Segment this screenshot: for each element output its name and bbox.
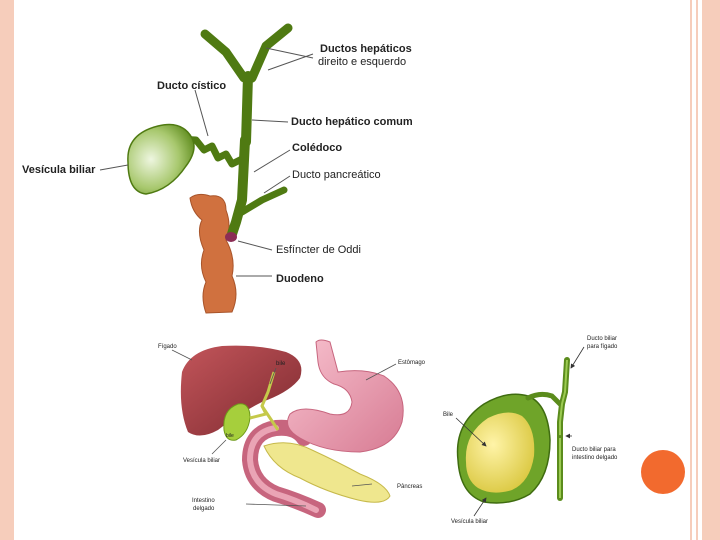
- choledoch-duct: [227, 135, 250, 239]
- label-duct-to-liver-line2: para fígado: [587, 344, 618, 350]
- label-duct-to-intestine: Ducto biliar para: [572, 447, 616, 453]
- label-hepatic-ducts: Ductos hepáticos: [320, 43, 412, 55]
- stomach-shape: [287, 339, 404, 453]
- label-bile-content: Bile: [443, 412, 454, 418]
- cystic-duct: [173, 135, 248, 168]
- left-border-decoration: [0, 0, 14, 540]
- label-choledoch: Colédoco: [292, 142, 342, 154]
- label-small-gallbladder: Vesícula biliar: [183, 458, 220, 464]
- label-gallbladder-bile: bile: [226, 433, 234, 439]
- left-hepatic-duct: [247, 23, 293, 83]
- biliary-tree-diagram: Ductos hepáticos direito e esquerdo Duct…: [22, 23, 413, 314]
- digestive-organs-diagram: Fígado bile Estômago bile Vesícula bilia…: [158, 339, 426, 518]
- label-intestine: Intestino: [192, 498, 215, 504]
- label-gallbladder: Vesícula biliar: [22, 164, 96, 176]
- common-bile-duct-shape: [260, 405, 280, 431]
- common-hepatic-duct: [241, 71, 253, 147]
- label-duct-to-liver: Ducto biliar: [587, 336, 617, 342]
- label-pancreas: Pâncreas: [397, 484, 422, 490]
- label-liver: Fígado: [158, 344, 177, 350]
- label-cystic-duct: Ducto cístico: [157, 80, 226, 92]
- hepatic-duct-lumen: [559, 359, 568, 438]
- right-border-decoration: [690, 0, 720, 540]
- right-hepatic-duct: [200, 29, 249, 83]
- label-gallbladder-section: Vesícula biliar: [451, 519, 488, 525]
- gallbladder-shape: [127, 123, 195, 195]
- pancreatic-duct: [238, 186, 288, 216]
- label-oddi-sphincter: Esfíncter de Oddi: [276, 244, 361, 256]
- label-hepatic-ducts-line2: direito e esquerdo: [318, 56, 406, 68]
- label-bile: bile: [276, 361, 286, 367]
- label-duodenum: Duodeno: [276, 273, 324, 285]
- label-stomach: Estômago: [398, 360, 426, 366]
- duodenum-shape: [189, 193, 237, 314]
- label-duct-to-intestine-line2: intestino delgado: [572, 455, 618, 461]
- gallbladder-section-diagram: Ducto biliar para fígado Bile Ducto bili…: [443, 336, 618, 525]
- decorative-orange-circle: [641, 450, 685, 494]
- small-intestine-lumen: [246, 425, 319, 513]
- oddi-sphincter: [225, 232, 237, 242]
- pancreas-shape: [263, 442, 391, 503]
- gallbladder-neck-duct: [525, 391, 563, 407]
- label-pancreatic-duct: Ducto pancreático: [292, 169, 381, 181]
- liver-shape: [180, 345, 302, 436]
- label-common-hepatic-duct: Ducto hepático comum: [291, 116, 413, 128]
- gallbladder-bile-shape: [465, 412, 535, 493]
- label-intestine-line2: delgado: [193, 506, 215, 512]
